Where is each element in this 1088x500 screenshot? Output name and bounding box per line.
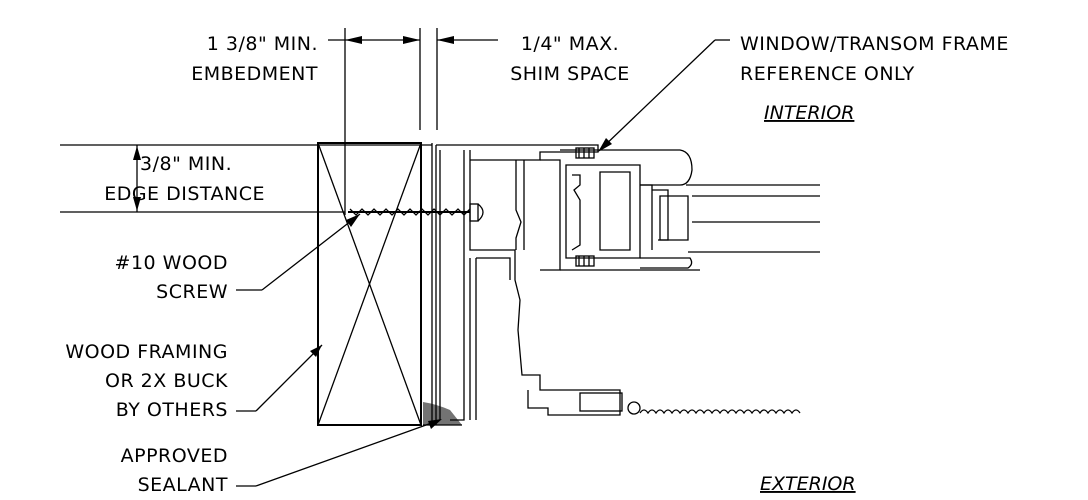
- embedment-label-line2: EMBEDMENT: [191, 63, 318, 85]
- shim-space-label-line2: SHIM SPACE: [510, 63, 630, 85]
- edge-distance-label-line2: EDGE DISTANCE: [104, 183, 265, 205]
- wood-framing-buck: [317, 142, 422, 426]
- sealant-label-line2: SEALANT: [138, 474, 228, 496]
- interior-label: INTERIOR: [764, 102, 854, 124]
- shim-space-label-line1: 1/4" MAX.: [521, 33, 619, 55]
- exterior-label: EXTERIOR: [760, 473, 856, 495]
- window-frame-extrusion: [435, 144, 820, 425]
- embedment-dimension: [328, 28, 421, 215]
- frame-reference-label-line2: REFERENCE ONLY: [740, 63, 915, 85]
- edge-distance-dimension: [60, 144, 432, 213]
- wood-screw: [348, 203, 484, 222]
- wood-screw-label-line1: #10 WOOD: [115, 252, 228, 274]
- leader-lines: [236, 39, 730, 487]
- wood-framing-label-line3: BY OTHERS: [116, 399, 228, 421]
- embedment-label-line1: 1 3/8" MIN.: [207, 33, 318, 55]
- wood-framing-label-line2: OR 2X BUCK: [105, 370, 228, 392]
- edge-distance-label-line1: 3/8" MIN.: [140, 153, 232, 175]
- shim-space-dimension: [436, 28, 498, 130]
- wood-screw-label-line2: SCREW: [156, 281, 228, 303]
- sealant-label-line1: APPROVED: [121, 445, 228, 467]
- frame-reference-label-line1: WINDOW/TRANSOM FRAME: [740, 33, 1009, 55]
- shim-space: [420, 143, 433, 425]
- wood-framing-label-line1: WOOD FRAMING: [65, 341, 228, 363]
